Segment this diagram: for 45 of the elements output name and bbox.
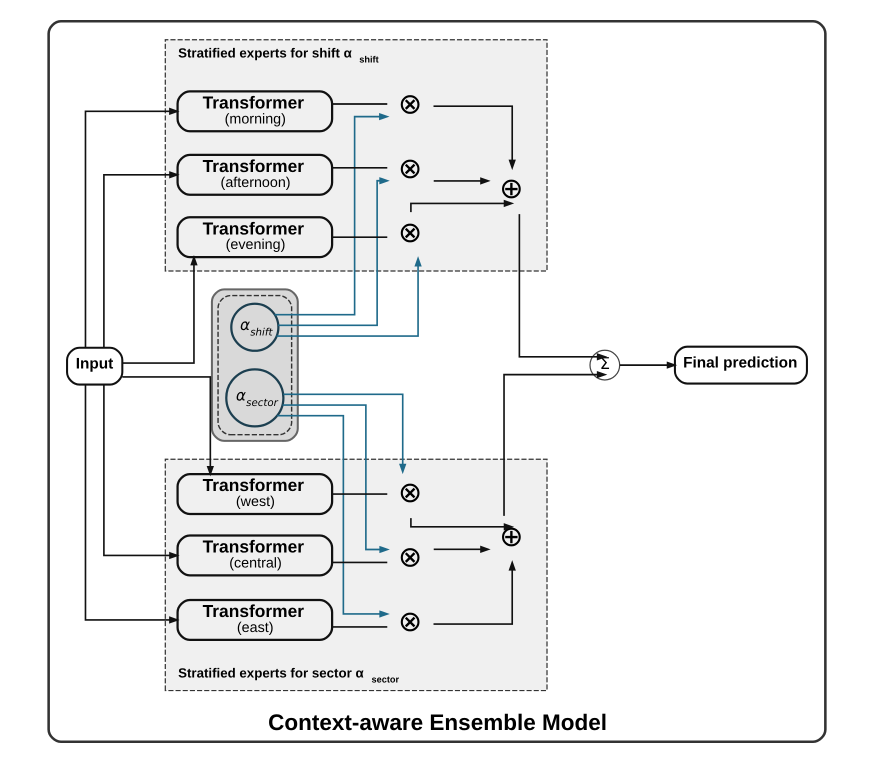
arrow xyxy=(518,214,608,360)
arrow xyxy=(278,176,390,326)
arrow xyxy=(276,256,422,336)
arrow xyxy=(503,370,608,516)
node-text: ⊗ xyxy=(398,604,422,638)
node-box: Transformer (evening) xyxy=(176,216,334,258)
connector xyxy=(332,626,388,628)
connector xyxy=(332,492,388,494)
cluster xyxy=(210,288,299,442)
connector xyxy=(332,166,388,168)
arrow xyxy=(274,112,390,315)
arrow xyxy=(434,545,491,552)
node-text: ⊗ xyxy=(398,214,422,249)
node-text: ⊗ xyxy=(398,539,422,574)
node-circle: α$_{shift}$ xyxy=(230,302,280,352)
arrow xyxy=(620,360,678,368)
node-box: Transformer (east) xyxy=(176,598,334,641)
arrow xyxy=(103,170,180,347)
node-box: Transformer (central) xyxy=(176,534,334,576)
arrow xyxy=(122,254,198,364)
arrow xyxy=(282,404,390,553)
arrow xyxy=(122,376,214,476)
arrow xyxy=(434,176,491,184)
node-circle: α$_{sector}$ xyxy=(225,368,285,428)
node-box: Transformer (afternoon) xyxy=(176,153,334,196)
node-text: ⊕ xyxy=(499,170,524,205)
arrow xyxy=(434,104,516,170)
arrow xyxy=(277,414,390,618)
node-box: Transformer (morning) xyxy=(176,90,334,132)
node-text: ⊗ xyxy=(398,150,422,184)
arrow xyxy=(434,560,516,624)
arrow xyxy=(103,384,180,559)
cluster xyxy=(217,294,292,435)
node-text: ⊕ xyxy=(499,518,524,553)
node-text: ⊗ xyxy=(398,86,422,120)
connector xyxy=(332,561,388,563)
arrow xyxy=(84,107,180,347)
node-box: Transformer (west) xyxy=(176,472,334,515)
arrow xyxy=(283,392,406,474)
node-box: Input xyxy=(66,346,124,386)
arrow xyxy=(84,384,180,624)
connector xyxy=(332,236,388,238)
connector xyxy=(332,102,388,104)
node-text: ⊗ xyxy=(398,474,422,509)
node-box: Final prediction xyxy=(674,345,808,384)
